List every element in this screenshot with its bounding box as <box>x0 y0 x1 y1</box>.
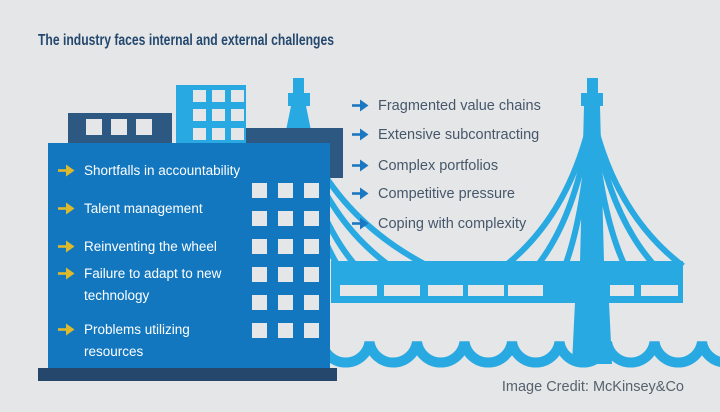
window <box>252 211 267 226</box>
external-challenge-item: Competitive pressure <box>352 185 515 203</box>
external-challenges-list: Fragmented value chains Extensive subcon… <box>352 0 692 260</box>
arrow-right-icon <box>352 99 369 112</box>
road-dash <box>384 285 420 296</box>
window <box>304 267 319 282</box>
window <box>304 211 319 226</box>
road-dash <box>468 285 504 296</box>
external-challenge-item: Coping with complexity <box>352 215 526 233</box>
right-pylon-pier <box>572 261 612 364</box>
window <box>193 90 206 102</box>
external-challenge-label: Coping with complexity <box>378 216 527 232</box>
window <box>252 323 267 338</box>
arrow-right-icon <box>352 187 369 200</box>
arrow-right-icon <box>58 323 75 336</box>
main-building: Shortfalls in accountability Talent mana… <box>48 143 330 368</box>
right-pylon <box>580 78 604 262</box>
external-challenge-label: Complex portfolios <box>378 158 499 174</box>
small-building-navy <box>68 113 172 143</box>
internal-challenge-item: Reinventing the wheel <box>58 236 217 258</box>
image-credit: Image Credit: McKinsey&Co <box>501 379 684 395</box>
arrow-right-icon <box>58 202 75 215</box>
external-challenge-label: Fragmented value chains <box>378 98 541 114</box>
window <box>252 183 267 198</box>
window <box>86 119 102 135</box>
window <box>304 323 319 338</box>
road-dash <box>610 285 634 296</box>
window <box>304 239 319 254</box>
window <box>231 90 244 102</box>
window <box>212 109 225 121</box>
internal-challenge-item: Problems utilizing resources <box>58 319 190 363</box>
external-challenge-item: Extensive subcontracting <box>352 126 539 144</box>
bridge-deck <box>331 261 683 303</box>
window <box>231 128 244 140</box>
window <box>231 109 244 121</box>
road-dash <box>340 285 377 296</box>
arrow-right-icon <box>352 159 369 172</box>
window <box>212 128 225 140</box>
internal-challenge-item: Failure to adapt to new technology <box>58 263 221 307</box>
window <box>193 128 206 140</box>
external-challenge-label: Extensive subcontracting <box>378 127 540 143</box>
arrow-right-icon <box>352 128 369 141</box>
window-grid <box>252 183 319 338</box>
arrow-right-icon <box>352 217 369 230</box>
window <box>193 109 206 121</box>
window <box>212 90 225 102</box>
window <box>252 239 267 254</box>
external-challenge-label: Competitive pressure <box>378 186 515 202</box>
internal-challenge-item: Talent management <box>58 198 203 220</box>
window <box>278 239 293 254</box>
window <box>136 119 152 135</box>
window <box>111 119 127 135</box>
internal-challenge-label: Reinventing the wheel <box>84 239 217 254</box>
page-title: The industry faces internal and external… <box>38 32 334 49</box>
external-challenge-item: Fragmented value chains <box>352 97 541 115</box>
window <box>278 267 293 282</box>
window <box>252 267 267 282</box>
internal-challenge-label: Failure to adapt to new technology <box>84 266 222 303</box>
internal-challenge-item: Shortfalls in accountability <box>58 160 240 182</box>
internal-challenge-label: Shortfalls in accountability <box>84 163 241 178</box>
road-dash <box>641 285 678 296</box>
arrow-right-icon <box>58 164 75 177</box>
water-waves <box>317 340 720 368</box>
window <box>304 295 319 310</box>
window <box>278 295 293 310</box>
road-dash <box>428 285 463 296</box>
arrow-right-icon <box>58 240 75 253</box>
building-base <box>38 368 337 381</box>
internal-challenge-label: Talent management <box>84 201 203 216</box>
road-dash <box>508 285 543 296</box>
window <box>278 211 293 226</box>
small-building-cyan <box>176 85 246 143</box>
window-grid <box>86 119 152 135</box>
window <box>278 323 293 338</box>
external-challenge-item: Complex portfolios <box>352 157 498 175</box>
window <box>252 295 267 310</box>
window-grid <box>193 90 244 140</box>
window <box>304 183 319 198</box>
window <box>278 183 293 198</box>
arrow-right-icon <box>58 267 75 280</box>
internal-challenge-label: Problems utilizing resources <box>84 322 190 359</box>
